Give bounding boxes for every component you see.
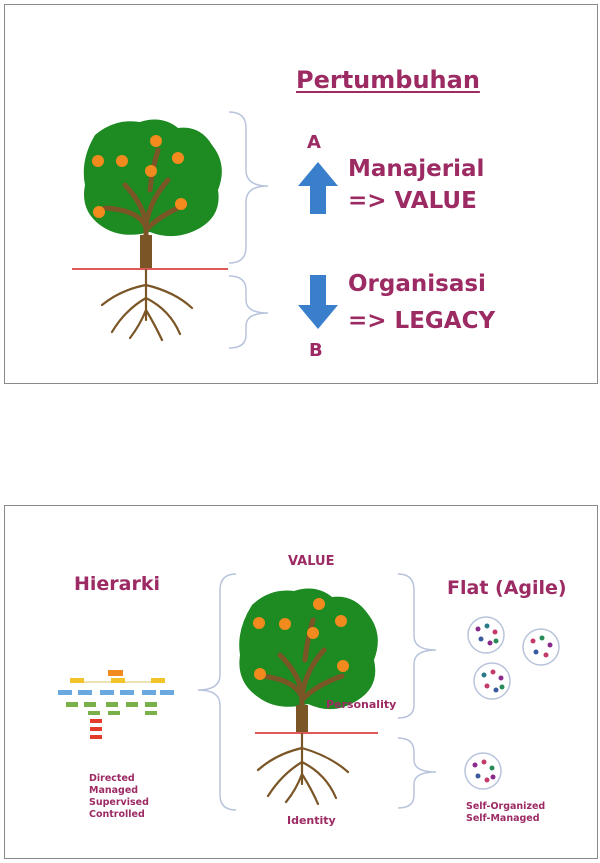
trait-item: Supervised [89,797,149,808]
trait-item: Directed [89,773,135,784]
hierarchy-title: Hierarki [74,573,161,595]
up-text-line1: Manajerial [348,156,485,182]
center-title: VALUE [288,554,335,569]
flat-traits: Self-Organized Self-Managed [466,801,545,825]
brackets-slide1 [228,111,269,349]
team-circle-icon [464,752,502,790]
flat-title: Flat (Agile) [447,577,567,599]
personality-label: Personality [326,698,397,711]
arrow-down-icon [298,275,338,329]
down-text-line1: Organisasi [348,271,486,297]
team-circle-icon [473,662,511,700]
org-chart-icon [58,670,174,739]
label-b: B [309,340,323,361]
trait-item: Managed [89,785,139,796]
hierarchy-traits: Directed Managed Supervised Controlled [89,773,149,821]
team-circle-icon [522,628,560,666]
down-text-line2: => LEGACY [348,308,496,334]
tree-illustration [72,119,228,342]
trait-item: Self-Managed [466,813,540,824]
tree-illustration-2 [239,588,378,806]
arrow-up-icon [298,162,338,214]
trait-item: Self-Organized [466,801,546,812]
brackets-slide2 [197,573,437,811]
trait-item: Controlled [89,809,145,820]
label-a: A [307,132,321,153]
slide-title: Pertumbuhan [296,66,480,94]
team-circle-icon [467,616,505,654]
identity-label: Identity [287,814,336,827]
up-text-line2: => VALUE [348,188,477,214]
